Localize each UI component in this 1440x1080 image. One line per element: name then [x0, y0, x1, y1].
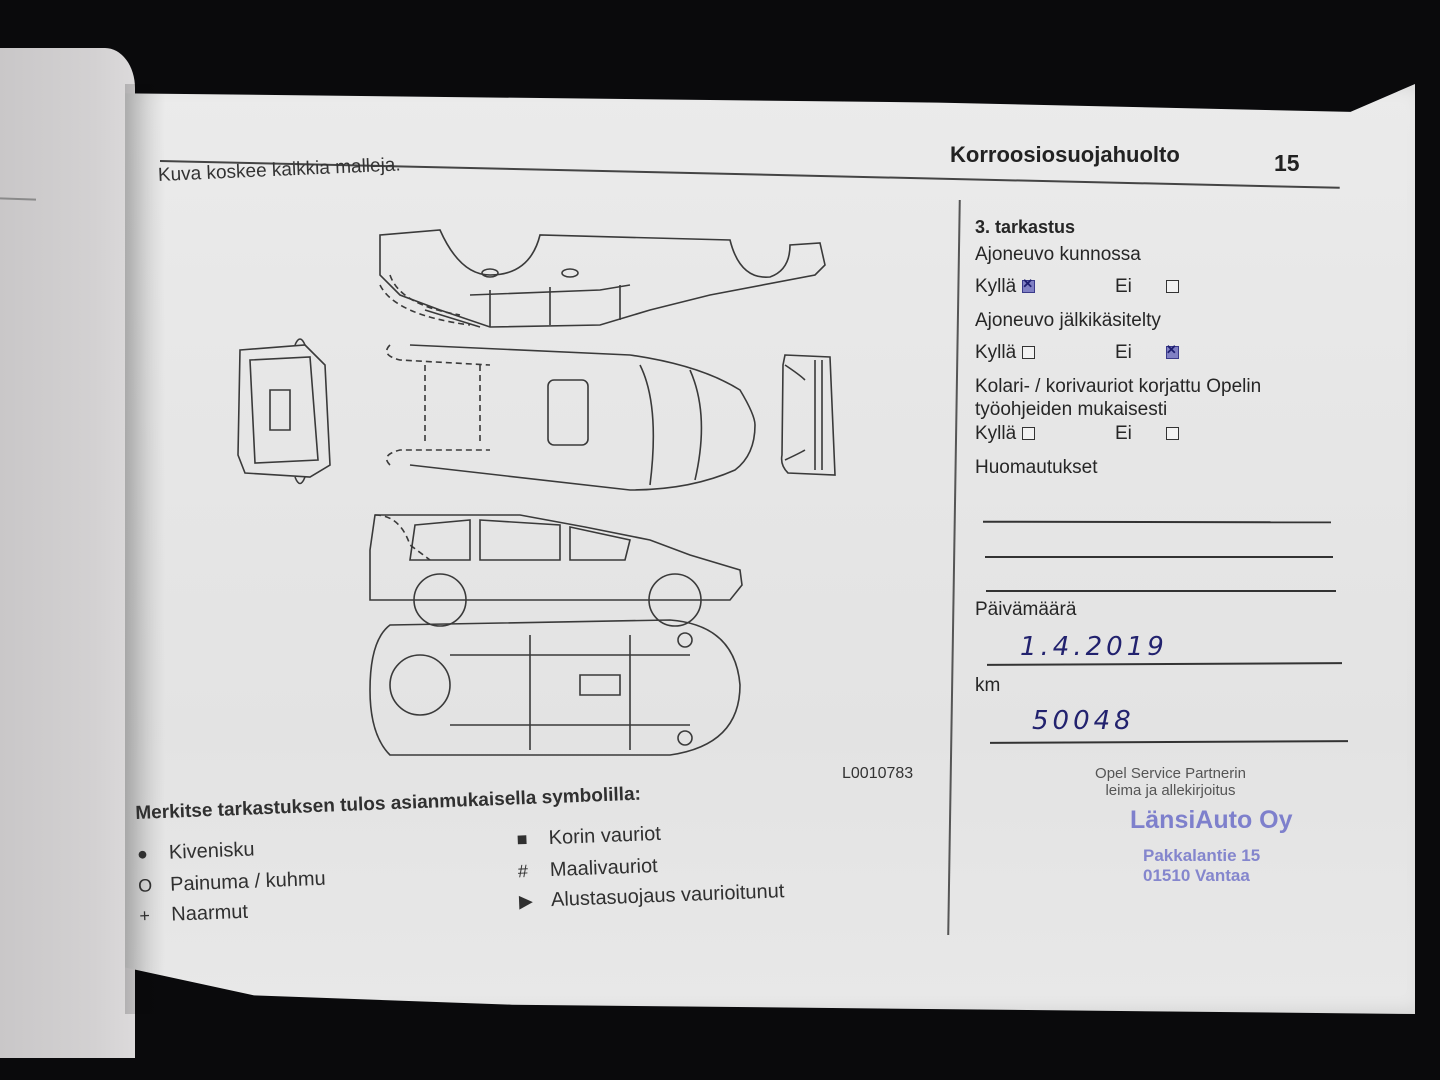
- legend-label: Kivenisku: [168, 838, 255, 864]
- question-3-label-line1: Kolari- / korivauriot korjattu Opelin: [975, 376, 1262, 397]
- yes-label: Kyllä: [975, 276, 1017, 297]
- page-number: 15: [1274, 150, 1300, 176]
- q3-no-checkbox[interactable]: [1165, 427, 1179, 441]
- km-value[interactable]: 50048: [1032, 706, 1135, 736]
- km-label: km: [975, 675, 1001, 696]
- left-page-rule: [0, 197, 37, 201]
- legend-item-naarmut: + Naarmut: [139, 901, 249, 928]
- date-value[interactable]: 1.4.2019: [1020, 632, 1168, 662]
- q1-no-checkbox[interactable]: [1165, 280, 1179, 294]
- question-3-label-line2: työohjeiden mukaisesti: [975, 399, 1168, 420]
- question-1-label: Ajoneuvo kunnossa: [975, 244, 1141, 265]
- dealer-stamp-name: LänsiAuto Oy: [1130, 806, 1293, 834]
- stamp-address-line1: Pakkalantie 15: [1143, 846, 1261, 865]
- stamp-caption-line2: leima ja allekirjoitus: [1105, 782, 1236, 799]
- q3-yes-checkbox[interactable]: [1022, 427, 1036, 441]
- remarks-line-3[interactable]: [986, 590, 1336, 592]
- legend-item-kivenisku: ● Kivenisku: [137, 838, 255, 865]
- q1-yes-checkbox[interactable]: [1022, 276, 1036, 294]
- hash-icon: #: [517, 860, 529, 882]
- question-3-answers: Kyllä Ei: [975, 423, 1179, 445]
- plus-icon: +: [138, 905, 151, 926]
- car-top-view: [385, 344, 756, 491]
- open-circle-icon: O: [137, 875, 153, 896]
- legend-label: Maalivauriot: [549, 854, 659, 882]
- section-title: Korroosiosuojahuolto: [950, 142, 1180, 167]
- car-front-view: [780, 354, 836, 476]
- no-label: Ei: [1115, 423, 1132, 444]
- question-1-answers: Kyllä Ei: [975, 276, 1179, 298]
- figure-code: L0010783: [842, 765, 914, 782]
- question-2-label: Ajoneuvo jälkikäsitelty: [975, 310, 1161, 331]
- legend-label: Painuma / kuhmu: [169, 867, 327, 896]
- q2-yes-checkbox[interactable]: [1022, 346, 1036, 360]
- car-side-view-inverted: [379, 229, 826, 328]
- car-rear-view: [237, 338, 331, 485]
- left-page-edge: [0, 48, 135, 1058]
- car-side-view: [369, 514, 743, 627]
- yes-label: Kyllä: [975, 342, 1017, 363]
- remarks-line-2[interactable]: [985, 556, 1333, 558]
- filled-circle-icon: ●: [136, 843, 149, 864]
- car-body-diagram: [230, 215, 850, 775]
- inspection-heading: 3. tarkastus: [975, 217, 1076, 237]
- filled-square-icon: ■: [516, 828, 528, 850]
- date-label: Päivämäärä: [975, 599, 1077, 620]
- legend-label: Korin vauriot: [548, 822, 662, 850]
- booklet-page: [125, 84, 1415, 1014]
- dealer-stamp-address: Pakkalantie 15 01510 Vantaa: [1143, 846, 1260, 886]
- stamp-caption: Opel Service Partnerin leima ja allekirj…: [1083, 765, 1258, 799]
- yes-label: Kyllä: [975, 423, 1017, 444]
- remarks-label: Huomautukset: [975, 457, 1098, 478]
- triangle-right-icon: ▶: [518, 890, 534, 912]
- no-label: Ei: [1115, 342, 1132, 363]
- legend-label: Naarmut: [170, 900, 249, 926]
- car-underbody-view: [369, 619, 741, 756]
- question-2-answers: Kyllä Ei: [975, 342, 1179, 364]
- stamp-address-line2: 01510 Vantaa: [1143, 866, 1250, 885]
- stamp-caption-line1: Opel Service Partnerin: [1095, 765, 1246, 782]
- no-label: Ei: [1115, 276, 1132, 297]
- q2-no-checkbox[interactable]: [1165, 342, 1179, 360]
